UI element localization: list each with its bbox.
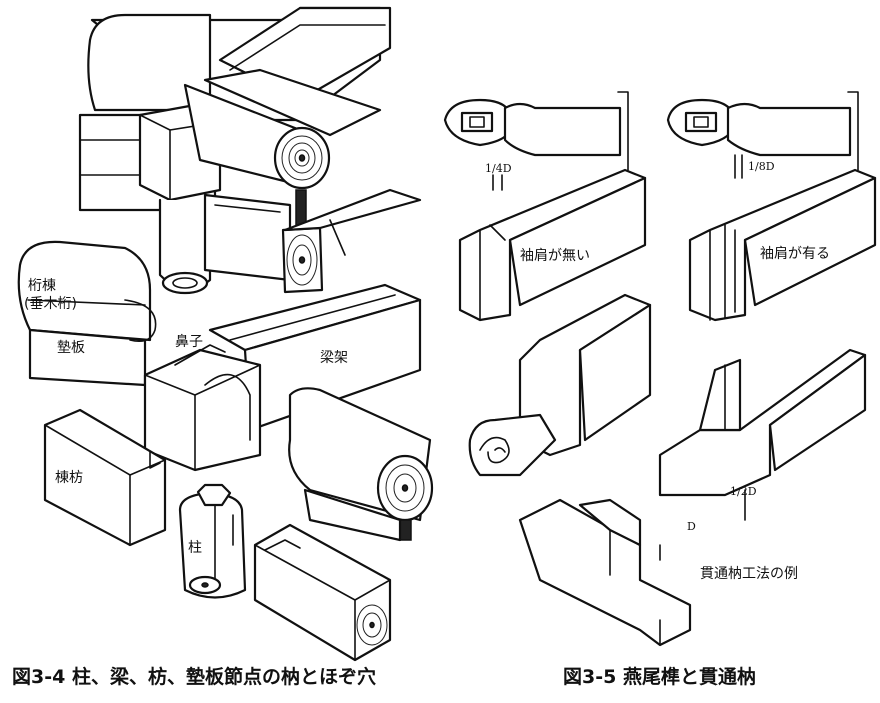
label-through-method: 貫通枘工法の例: [700, 566, 798, 582]
dim-half: 1/2D: [730, 485, 757, 498]
figure5-caption: 図3-5 燕尾榫と貫通枘: [563, 666, 756, 688]
dim-eighth: 1/8D: [748, 160, 775, 173]
label-purlin: 桁棟: [28, 278, 56, 294]
column-beam-joint-drawing: [17, 6, 434, 662]
label-purlin-sub: (垂木桁): [24, 296, 77, 312]
label-tie: 棟枋: [55, 470, 83, 486]
dim-d: D: [687, 520, 696, 533]
label-pad: 墊板: [57, 340, 85, 356]
label-nose: 鼻子: [175, 333, 203, 350]
figure4-labels: 桁棟 (垂木桁) 墊板 鼻子 梁架 棟枋 柱: [24, 278, 348, 556]
dovetail-tenon-drawing: [443, 91, 877, 647]
dim-quarter: 1/4D: [485, 162, 512, 175]
figure5-labels: 袖肩が無い 袖肩が有る 貫通枘工法の例 1/4D 1/8D 1/2D D: [485, 160, 830, 582]
label-with-shoulder: 袖肩が有る: [760, 246, 830, 262]
label-no-shoulder: 袖肩が無い: [520, 248, 590, 264]
label-beam: 梁架: [320, 350, 348, 366]
figure4-caption: 図3-4 柱、梁、枋、墊板節点の枘とほぞ穴: [12, 666, 376, 688]
label-column: 柱: [188, 540, 202, 556]
